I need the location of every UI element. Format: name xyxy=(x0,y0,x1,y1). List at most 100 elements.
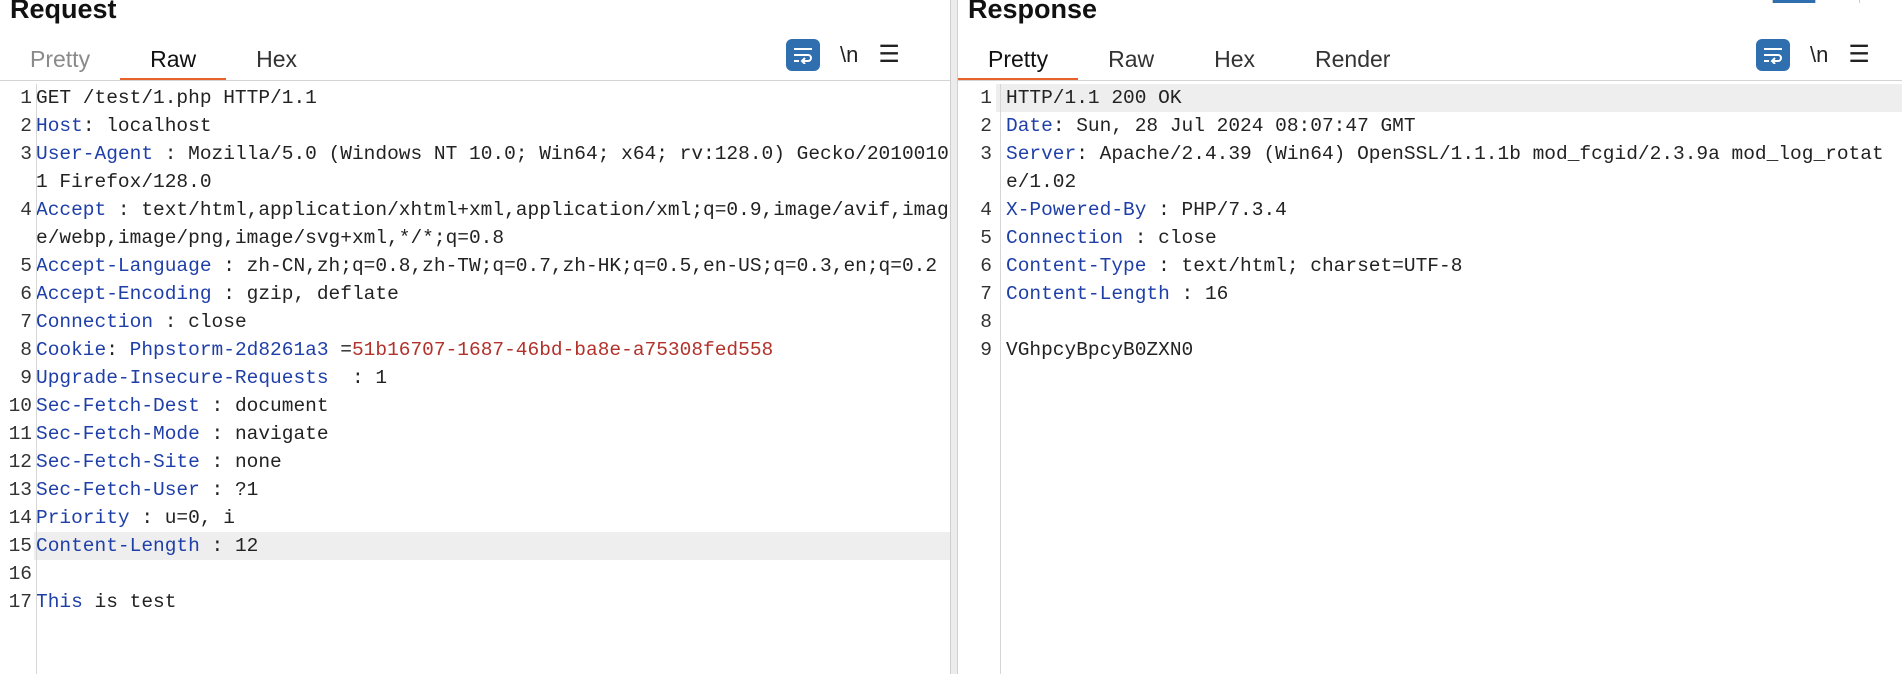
header-name: Sec-Fetch-User xyxy=(36,479,200,501)
line-content: Host: localhost xyxy=(34,112,950,140)
header-value: localhost xyxy=(106,115,212,137)
tab-divider xyxy=(958,80,1902,81)
line-number: 14 xyxy=(8,507,32,529)
header-name: Date xyxy=(1006,115,1053,137)
line-text: GET /test/1.php HTTP/1.1 xyxy=(36,87,317,109)
line-number: 15 xyxy=(8,535,32,557)
header-name: Content-Type xyxy=(1006,255,1147,277)
tab-hex[interactable]: Hex xyxy=(1214,46,1255,72)
header-separator: : xyxy=(153,143,189,165)
wrap-lines-icon xyxy=(1764,48,1782,64)
header-value: gzip, deflate xyxy=(246,283,399,305)
header-name: Accept xyxy=(36,199,107,221)
response-toolbar: \n ☰ xyxy=(1756,38,1870,72)
header-name: User-Agent xyxy=(36,143,154,165)
header-value: ?1 xyxy=(234,479,259,501)
line-content: HTTP/1.1 200 OK xyxy=(996,84,1902,112)
header-separator: : xyxy=(199,395,235,417)
header-value: text/html; charset=UTF-8 xyxy=(1181,255,1463,277)
header-separator: : xyxy=(129,507,165,529)
response-title: Response xyxy=(968,0,1098,24)
header-name: Upgrade-Insecure-Requests xyxy=(36,367,329,389)
header-separator: : xyxy=(199,451,235,473)
tab-hex[interactable]: Hex xyxy=(256,46,297,72)
header-separator: : xyxy=(1076,143,1100,165)
line-content: Sec-Fetch-Site : none xyxy=(34,448,950,476)
header-name: Accept-Encoding xyxy=(36,283,212,305)
line-content: User-Agent : Mozilla/5.0 (Windows NT 10.… xyxy=(34,140,950,196)
header-value: zh-CN,zh;q=0.8,zh-TW;q=0.7,zh-HK;q=0.5,e… xyxy=(246,255,938,277)
line-text: HTTP/1.1 200 OK xyxy=(1006,87,1182,109)
line-number: 4 xyxy=(980,199,992,221)
line-number: 4 xyxy=(20,199,32,221)
show-newlines-button[interactable]: \n xyxy=(1810,42,1829,67)
header-separator: : xyxy=(199,479,235,501)
word-wrap-button[interactable] xyxy=(786,39,820,71)
header-value: u=0, i xyxy=(164,507,235,529)
header-separator: : xyxy=(82,115,107,137)
line-content: This is test xyxy=(34,588,950,616)
line-content: Priority : u=0, i xyxy=(34,504,950,532)
line-content: Server: Apache/2.4.39 (Win64) OpenSSL/1.… xyxy=(996,140,1902,196)
line-content: Date: Sun, 28 Jul 2024 08:07:47 GMT xyxy=(996,112,1902,140)
code-line: 16 xyxy=(0,560,950,588)
tab-raw[interactable]: Raw xyxy=(1108,46,1155,72)
header-separator: : xyxy=(1169,283,1205,305)
line-number: 8 xyxy=(20,339,32,361)
line-number: 1 xyxy=(980,87,992,109)
header-value: Mozilla/5.0 (Windows NT 10.0; Win64; x64… xyxy=(36,143,949,193)
header-name: Cookie xyxy=(36,339,107,361)
line-number: 10 xyxy=(8,395,32,417)
line-number: 8 xyxy=(980,311,992,333)
header-value: Sun, 28 Jul 2024 08:07:47 GMT xyxy=(1076,115,1416,137)
hamburger-menu-icon[interactable]: ☰ xyxy=(1848,41,1870,68)
line-number: 11 xyxy=(8,423,32,445)
header-name: Connection xyxy=(36,311,154,333)
tab-pretty[interactable]: Pretty xyxy=(30,46,91,72)
show-newlines-button[interactable]: \n xyxy=(840,42,859,67)
line-content: Cookie: Phpstorm-2d8261a3 =51b16707-1687… xyxy=(34,336,950,364)
tab-render[interactable]: Render xyxy=(1315,46,1391,72)
line-number: 3 xyxy=(20,143,32,165)
line-number: 6 xyxy=(20,283,32,305)
line-number: 5 xyxy=(980,227,992,249)
hamburger-menu-icon[interactable]: ☰ xyxy=(878,41,900,68)
line-number: 17 xyxy=(8,591,32,613)
line-number: 16 xyxy=(8,563,32,585)
header-name: Server xyxy=(1006,143,1077,165)
header-name: Connection xyxy=(1006,227,1124,249)
line-content: X-Powered-By : PHP/7.3.4 xyxy=(996,196,1902,224)
pane-splitter[interactable] xyxy=(950,0,958,674)
header-value: 16 xyxy=(1204,283,1229,305)
tab-raw[interactable]: Raw xyxy=(120,40,227,81)
line-content: Content-Length : 12 xyxy=(34,532,950,560)
header-name: Priority xyxy=(36,507,130,529)
header-separator: : xyxy=(106,199,142,221)
line-content: VGhpcyBpcyB0ZXN0 xyxy=(996,336,1902,364)
header-name: Sec-Fetch-Site xyxy=(36,451,200,473)
line-number: 12 xyxy=(8,451,32,473)
tab-pretty[interactable]: Pretty xyxy=(958,40,1079,81)
layout-switcher[interactable] xyxy=(1772,0,1902,3)
response-pane: Response Pretty Raw Hex Render \n ☰ 1 HTTP/1… xyxy=(958,0,1902,674)
line-number: 13 xyxy=(8,479,32,501)
wrap-lines-icon xyxy=(794,48,812,64)
line-content: Accept-Language : zh-CN,zh;q=0.8,zh-TW;q… xyxy=(34,252,950,280)
word-wrap-button[interactable] xyxy=(1756,39,1790,71)
line-content: Accept : text/html,application/xhtml+xml… xyxy=(34,196,950,252)
line-number: 9 xyxy=(980,339,992,361)
